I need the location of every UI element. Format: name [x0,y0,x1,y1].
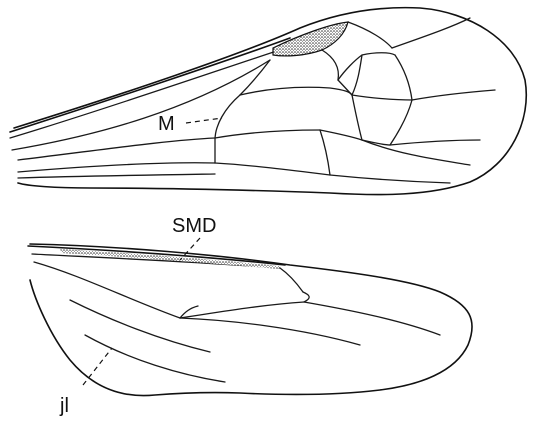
forewing-cell-7 [352,95,412,100]
forewing-marginal-cell-vein [392,18,470,48]
forewing-cell-17 [330,175,450,183]
forewing-cell-6 [395,55,412,100]
hindwing-smd-label: SMD [172,215,216,237]
hindwing-fold-1 [70,300,210,352]
hindwing-cell-vein-4 [180,318,360,345]
forewing-cell-13 [320,130,330,175]
forewing-cubital-vein [18,163,215,172]
hindwing: SMD jl [28,215,472,417]
hindwing-fold-2 [85,335,225,382]
forewing-cell-4 [338,80,352,95]
forewing-median-basal-vein [18,138,215,160]
forewing-cell-8 [352,95,362,140]
forewing-cell-15 [390,140,480,145]
forewing-m-vein [215,95,240,163]
forewing-radial-vein [348,22,392,48]
forewing-anterior-basal-vein [12,60,270,150]
forewing-cell-12 [320,130,362,140]
hindwing-radial-vein [34,262,180,318]
forewing-cell-9 [390,100,412,145]
forewing-cell-11 [215,130,320,138]
forewing-stigma [273,22,348,56]
forewing-subcostal-vein [10,45,295,138]
hindwing-cross-vein-2 [303,292,309,302]
hindwing-jl-label: jl [59,395,69,417]
hindwing-cell-vein-1 [180,302,304,318]
forewing-m-label: M [158,113,175,135]
hindwing-cross-vein-1 [280,268,303,292]
hindwing-jl-leader [83,348,112,385]
forewing-cell-3 [338,53,395,80]
hindwing-outline [30,244,472,396]
forewing: M [10,8,526,195]
forewing-anal-vein [18,174,215,178]
forewing-cell-5 [352,55,362,95]
forewing-cell-2 [322,50,338,80]
forewing-cell-1 [240,87,352,95]
hindwing-cell-vein-3 [304,302,440,335]
forewing-costal-vein [10,38,290,132]
forewing-cell-18 [412,90,495,100]
forewing-m-leader [186,118,222,123]
forewing-cell-10 [362,140,390,145]
forewing-cell-14 [215,163,330,175]
